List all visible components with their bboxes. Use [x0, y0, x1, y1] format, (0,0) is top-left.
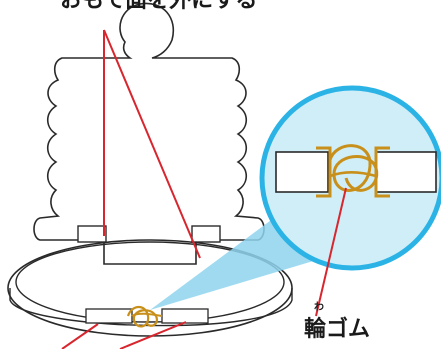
paper-cutout	[33, 2, 265, 265]
magnifier-lens	[259, 85, 441, 271]
top-instruction-label: おもて面を外にする	[60, 0, 258, 13]
zoomed-band	[275, 144, 437, 198]
band-end-left	[85, 308, 133, 324]
band-front-edge	[9, 288, 293, 327]
leader-lines	[61, 29, 347, 350]
band-end-right	[161, 308, 209, 324]
leader-line-rubber-band	[315, 187, 347, 317]
right-tab	[191, 225, 221, 243]
leader-line-band-left	[61, 323, 99, 350]
leader-line-band-right	[119, 321, 187, 350]
rubber-band-label: 輪ゴム	[304, 317, 371, 342]
rubber-band-ruby: わ	[314, 302, 324, 313]
leader-line-right-tab	[103, 29, 201, 259]
small-rubber-band-knot	[126, 305, 163, 328]
band-ring-inner	[15, 241, 285, 323]
left-tab	[77, 225, 107, 243]
